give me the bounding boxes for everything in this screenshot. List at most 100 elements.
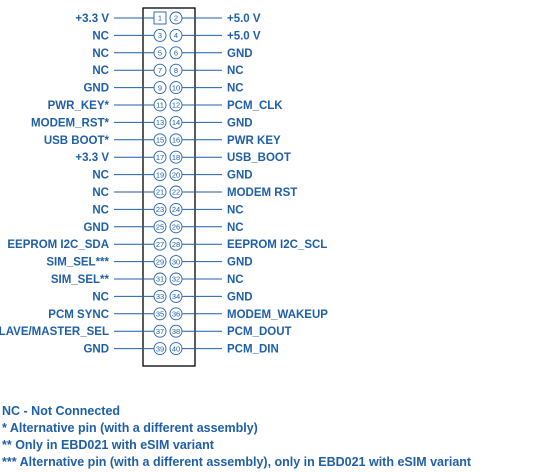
left-signal-label: NC xyxy=(92,291,109,303)
left-pin-pad xyxy=(153,220,167,234)
right-pin-pad xyxy=(169,28,183,42)
left-pin-pad xyxy=(153,324,167,338)
right-pin-number: 32 xyxy=(172,275,180,284)
left-signal-label: +3.3 V xyxy=(75,13,109,25)
right-signal-label: GND xyxy=(227,291,253,303)
right-signal-label: PCM_CLK xyxy=(227,100,283,112)
left-pin-pad xyxy=(153,202,167,216)
right-signal-label: MODEM RST xyxy=(227,187,297,199)
left-pin-pad xyxy=(153,255,167,269)
right-pin-pad xyxy=(169,81,183,95)
left-signal-label: GND xyxy=(83,222,109,234)
pin-row: 31 32 SIM_SEL** NC xyxy=(51,272,244,286)
left-pin-number: 7 xyxy=(158,66,162,75)
left-pin-number: 11 xyxy=(156,101,164,110)
left-pin-pad xyxy=(153,185,167,199)
right-pin-number: 6 xyxy=(174,49,178,58)
right-signal-label: +5.0 V xyxy=(227,13,261,25)
legend-single-asterisk-note: * Alternative pin (with a different asse… xyxy=(2,421,258,435)
right-pin-pad xyxy=(169,220,183,234)
legend-nc-note: NC - Not Connected xyxy=(2,404,121,418)
right-signal-label: PCM_DIN xyxy=(227,344,279,356)
left-pin-number: 37 xyxy=(156,327,164,336)
pin-row: 39 40 GND PCM_DIN xyxy=(83,342,279,356)
left-pin-pad xyxy=(153,115,167,129)
right-pin-pad xyxy=(169,185,183,199)
left-pin-number: 15 xyxy=(156,136,164,145)
right-pin-number: 22 xyxy=(172,188,180,197)
left-pin-number: 29 xyxy=(156,257,164,266)
right-pin-pad xyxy=(169,272,183,286)
right-signal-label: NC xyxy=(227,274,244,286)
right-signal-label: +5.0 V xyxy=(227,30,261,42)
right-signal-label: GND xyxy=(227,117,253,129)
right-signal-label: NC xyxy=(227,83,244,95)
left-pin-number: 1 xyxy=(158,14,162,23)
left-signal-label: NC xyxy=(92,65,109,77)
right-pin-number: 8 xyxy=(174,66,178,75)
right-pin-pad xyxy=(169,237,183,251)
right-pin-number: 40 xyxy=(172,344,180,353)
left-pin-number: 33 xyxy=(156,292,164,301)
left-signal-label: SLAVE/MASTER_SEL xyxy=(0,326,109,338)
right-pin-number: 34 xyxy=(172,292,180,301)
left-pin-number: 17 xyxy=(156,153,164,162)
right-signal-label: NC xyxy=(227,222,244,234)
right-pin-number: 14 xyxy=(172,118,180,127)
left-pin-pad xyxy=(153,150,167,164)
pin-row: 33 34 NC GND xyxy=(92,289,253,303)
left-pin-number: 31 xyxy=(156,275,164,284)
right-signal-label: MODEM_WAKEUP xyxy=(227,309,328,321)
legend: NC - Not Connected * Alternative pin (wi… xyxy=(2,403,550,471)
left-signal-label: +3.3 V xyxy=(75,152,109,164)
right-pin-pad xyxy=(169,46,183,60)
right-signal-label: NC xyxy=(227,204,244,216)
right-signal-label: PWR KEY xyxy=(227,135,281,147)
left-signal-label: SIM_SEL** xyxy=(51,274,110,286)
right-pin-pad xyxy=(169,63,183,77)
right-pin-number: 4 xyxy=(174,31,178,40)
right-pin-pad xyxy=(169,255,183,269)
right-pin-number: 24 xyxy=(172,205,180,214)
left-pin-number: 39 xyxy=(156,344,164,353)
right-signal-label: GND xyxy=(227,48,253,60)
left-pin-number: 21 xyxy=(156,188,164,197)
right-pin-pad xyxy=(169,307,183,321)
right-signal-label: GND xyxy=(227,170,253,182)
connector-body xyxy=(142,7,196,367)
left-signal-label: PCM SYNC xyxy=(48,309,109,321)
left-pin-pad xyxy=(153,342,167,356)
left-signal-label: SIM_SEL*** xyxy=(46,257,109,269)
right-pin-pad xyxy=(169,98,183,112)
right-pin-number: 28 xyxy=(172,240,180,249)
left-pin-pad xyxy=(153,46,167,60)
left-pin-pad xyxy=(153,28,167,42)
right-pin-pad xyxy=(169,115,183,129)
left-signal-label: GND xyxy=(83,344,109,356)
left-signal-label: NC xyxy=(92,30,109,42)
right-pin-pad xyxy=(169,133,183,147)
right-pin-number: 12 xyxy=(172,101,180,110)
right-pin-number: 30 xyxy=(172,257,180,266)
left-pin-pad xyxy=(153,307,167,321)
left-pin-number: 9 xyxy=(158,83,162,92)
right-pin-pad xyxy=(169,168,183,182)
legend-triple-asterisk-note: *** Alternative pin (with a different as… xyxy=(2,455,472,469)
left-pin-number: 19 xyxy=(156,170,164,179)
